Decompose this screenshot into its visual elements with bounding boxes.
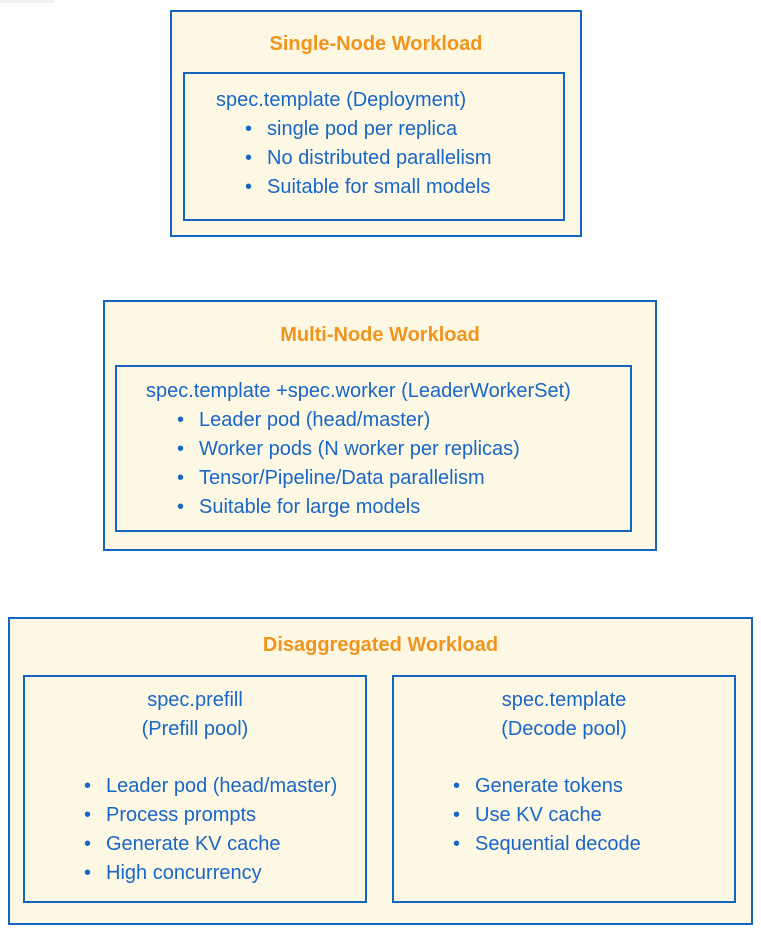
list-item: Sequential decode xyxy=(453,830,734,859)
box-header-line: spec.template xyxy=(501,689,627,711)
decode-pool-box: spec.template (Decode pool) Generate tok… xyxy=(392,675,736,903)
list-item: Worker pods (N worker per replicas) xyxy=(177,435,630,464)
prefill-pool-box: spec.prefill (Prefill pool) Leader pod (… xyxy=(23,675,367,903)
list-item: Process prompts xyxy=(84,801,365,830)
multi-node-workload-panel: Multi-Node Workload spec.template +spec.… xyxy=(103,300,657,551)
deployment-spec-box: spec.template (Deployment) single pod pe… xyxy=(183,72,565,221)
box-header-line: (Decode pool) xyxy=(501,718,627,740)
bullet-list: Generate tokens Use KV cache Sequential … xyxy=(394,772,734,859)
bullet-list: single pod per replica No distributed pa… xyxy=(185,115,563,202)
list-item: Generate KV cache xyxy=(84,830,365,859)
box-header-line: spec.prefill xyxy=(147,689,243,711)
leaderworkerset-spec-box: spec.template +spec.worker (LeaderWorker… xyxy=(115,365,632,532)
top-left-artifact xyxy=(0,0,55,3)
list-item: Leader pod (head/master) xyxy=(84,772,365,801)
bullet-list: Leader pod (head/master) Process prompts… xyxy=(25,772,365,888)
list-item: single pod per replica xyxy=(245,115,563,144)
list-item: Generate tokens xyxy=(453,772,734,801)
list-item: No distributed parallelism xyxy=(245,144,563,173)
box-header: spec.template +spec.worker (LeaderWorker… xyxy=(146,380,571,402)
list-item: Suitable for large models xyxy=(177,493,630,522)
box-header: spec.prefill (Prefill pool) xyxy=(25,677,365,744)
list-item: Leader pod (head/master) xyxy=(177,406,630,435)
panel-title: Disaggregated Workload xyxy=(262,634,499,656)
list-item: Suitable for small models xyxy=(245,173,563,202)
panel-title: Single-Node Workload xyxy=(269,33,483,55)
list-item: Tensor/Pipeline/Data parallelism xyxy=(177,464,630,493)
list-item: High concurrency xyxy=(84,859,365,888)
single-node-workload-panel: Single-Node Workload spec.template (Depl… xyxy=(170,10,582,237)
disaggregated-workload-panel: Disaggregated Workload spec.prefill (Pre… xyxy=(8,617,753,925)
box-header: spec.template (Decode pool) xyxy=(394,677,734,744)
box-header: spec.template (Deployment) xyxy=(216,89,467,111)
list-item: Use KV cache xyxy=(453,801,734,830)
box-header-line: (Prefill pool) xyxy=(141,718,249,740)
panel-title: Multi-Node Workload xyxy=(280,324,480,346)
bullet-list: Leader pod (head/master) Worker pods (N … xyxy=(117,406,630,522)
